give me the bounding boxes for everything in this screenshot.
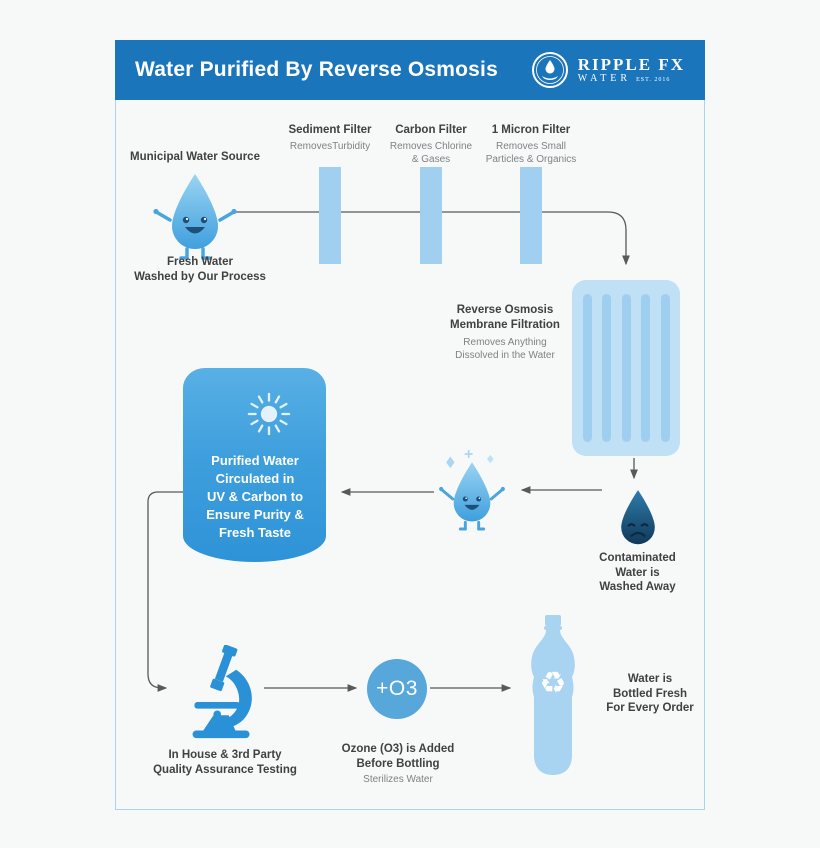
- filter-desc: Removes Chlorine & Gases: [389, 140, 473, 165]
- filter-label-sediment: Sediment Filter RemovesTurbidity: [270, 123, 390, 153]
- tank-text: Purified Water Circulated in UV & Carbon…: [206, 453, 304, 540]
- ozone-title: Ozone (O3) is Added Before Bottling: [341, 743, 455, 770]
- municipal-source-label: Municipal Water Source: [130, 151, 260, 163]
- filter-desc: RemovesTurbidity: [289, 140, 371, 152]
- filter-label-micron: 1 Micron Filter Removes Small Particles …: [468, 123, 594, 166]
- bottling-caption: Water is Bottled Fresh For Every Order: [606, 673, 694, 715]
- uv-carbon-tank-icon: [183, 368, 326, 562]
- page-title: Water Purified By Reverse Osmosis: [135, 58, 498, 81]
- filter-label-carbon: Carbon Filter Removes Chlorine & Gases: [371, 123, 491, 166]
- ozone-badge: +O3: [367, 659, 427, 719]
- carbon-filter-bar-icon: [420, 167, 442, 264]
- brand-text: RIPPLE FX WATER EST. 2016: [577, 54, 685, 84]
- contaminated-drop-icon: [621, 490, 655, 545]
- microscope-icon: [192, 645, 252, 739]
- filter-name: Carbon Filter: [395, 124, 467, 136]
- micron-filter-bar-icon: [520, 167, 542, 264]
- contaminated-caption: Contaminated Water is Washed Away: [599, 552, 676, 594]
- header-bar: Water Purified By Reverse Osmosis RIPPLE…: [115, 40, 705, 100]
- ozone-label: Ozone (O3) is Added Before Bottling Ster…: [330, 742, 466, 786]
- bottle-icon: ♻: [531, 615, 575, 775]
- membrane-title: Reverse Osmosis Membrane Filtration: [450, 304, 560, 331]
- membrane-desc: Removes Anything Dissolved in the Water: [455, 337, 555, 362]
- fresh-water-caption: Fresh Water Washed by Our Process: [134, 256, 266, 283]
- brand-sub: WATER: [577, 72, 632, 84]
- ripple-logo-icon: [531, 52, 568, 88]
- sun-icon: [247, 392, 291, 436]
- brand-logo: RIPPLE FX WATER EST. 2016: [530, 50, 685, 90]
- fresh-water-drop-icon: [153, 174, 237, 260]
- recycle-icon: ♻: [540, 666, 567, 701]
- sediment-filter-bar-icon: [319, 167, 341, 264]
- filter-name: 1 Micron Filter: [491, 124, 571, 136]
- filter-desc: Removes Small Particles & Organics: [485, 140, 577, 165]
- qa-caption: In House & 3rd Party Quality Assurance T…: [153, 749, 297, 776]
- filter-name: Sediment Filter: [288, 124, 372, 136]
- purified-drop-icon: [439, 450, 505, 531]
- membrane-label: Reverse Osmosis Membrane Filtration Remo…: [440, 303, 570, 362]
- brand-name: RIPPLE FX: [577, 54, 685, 74]
- ozone-symbol: +O3: [376, 677, 418, 700]
- ozone-desc: Sterilizes Water: [363, 774, 433, 786]
- brand-est: EST. 2016: [636, 76, 671, 83]
- ro-membrane-icon: [572, 280, 680, 456]
